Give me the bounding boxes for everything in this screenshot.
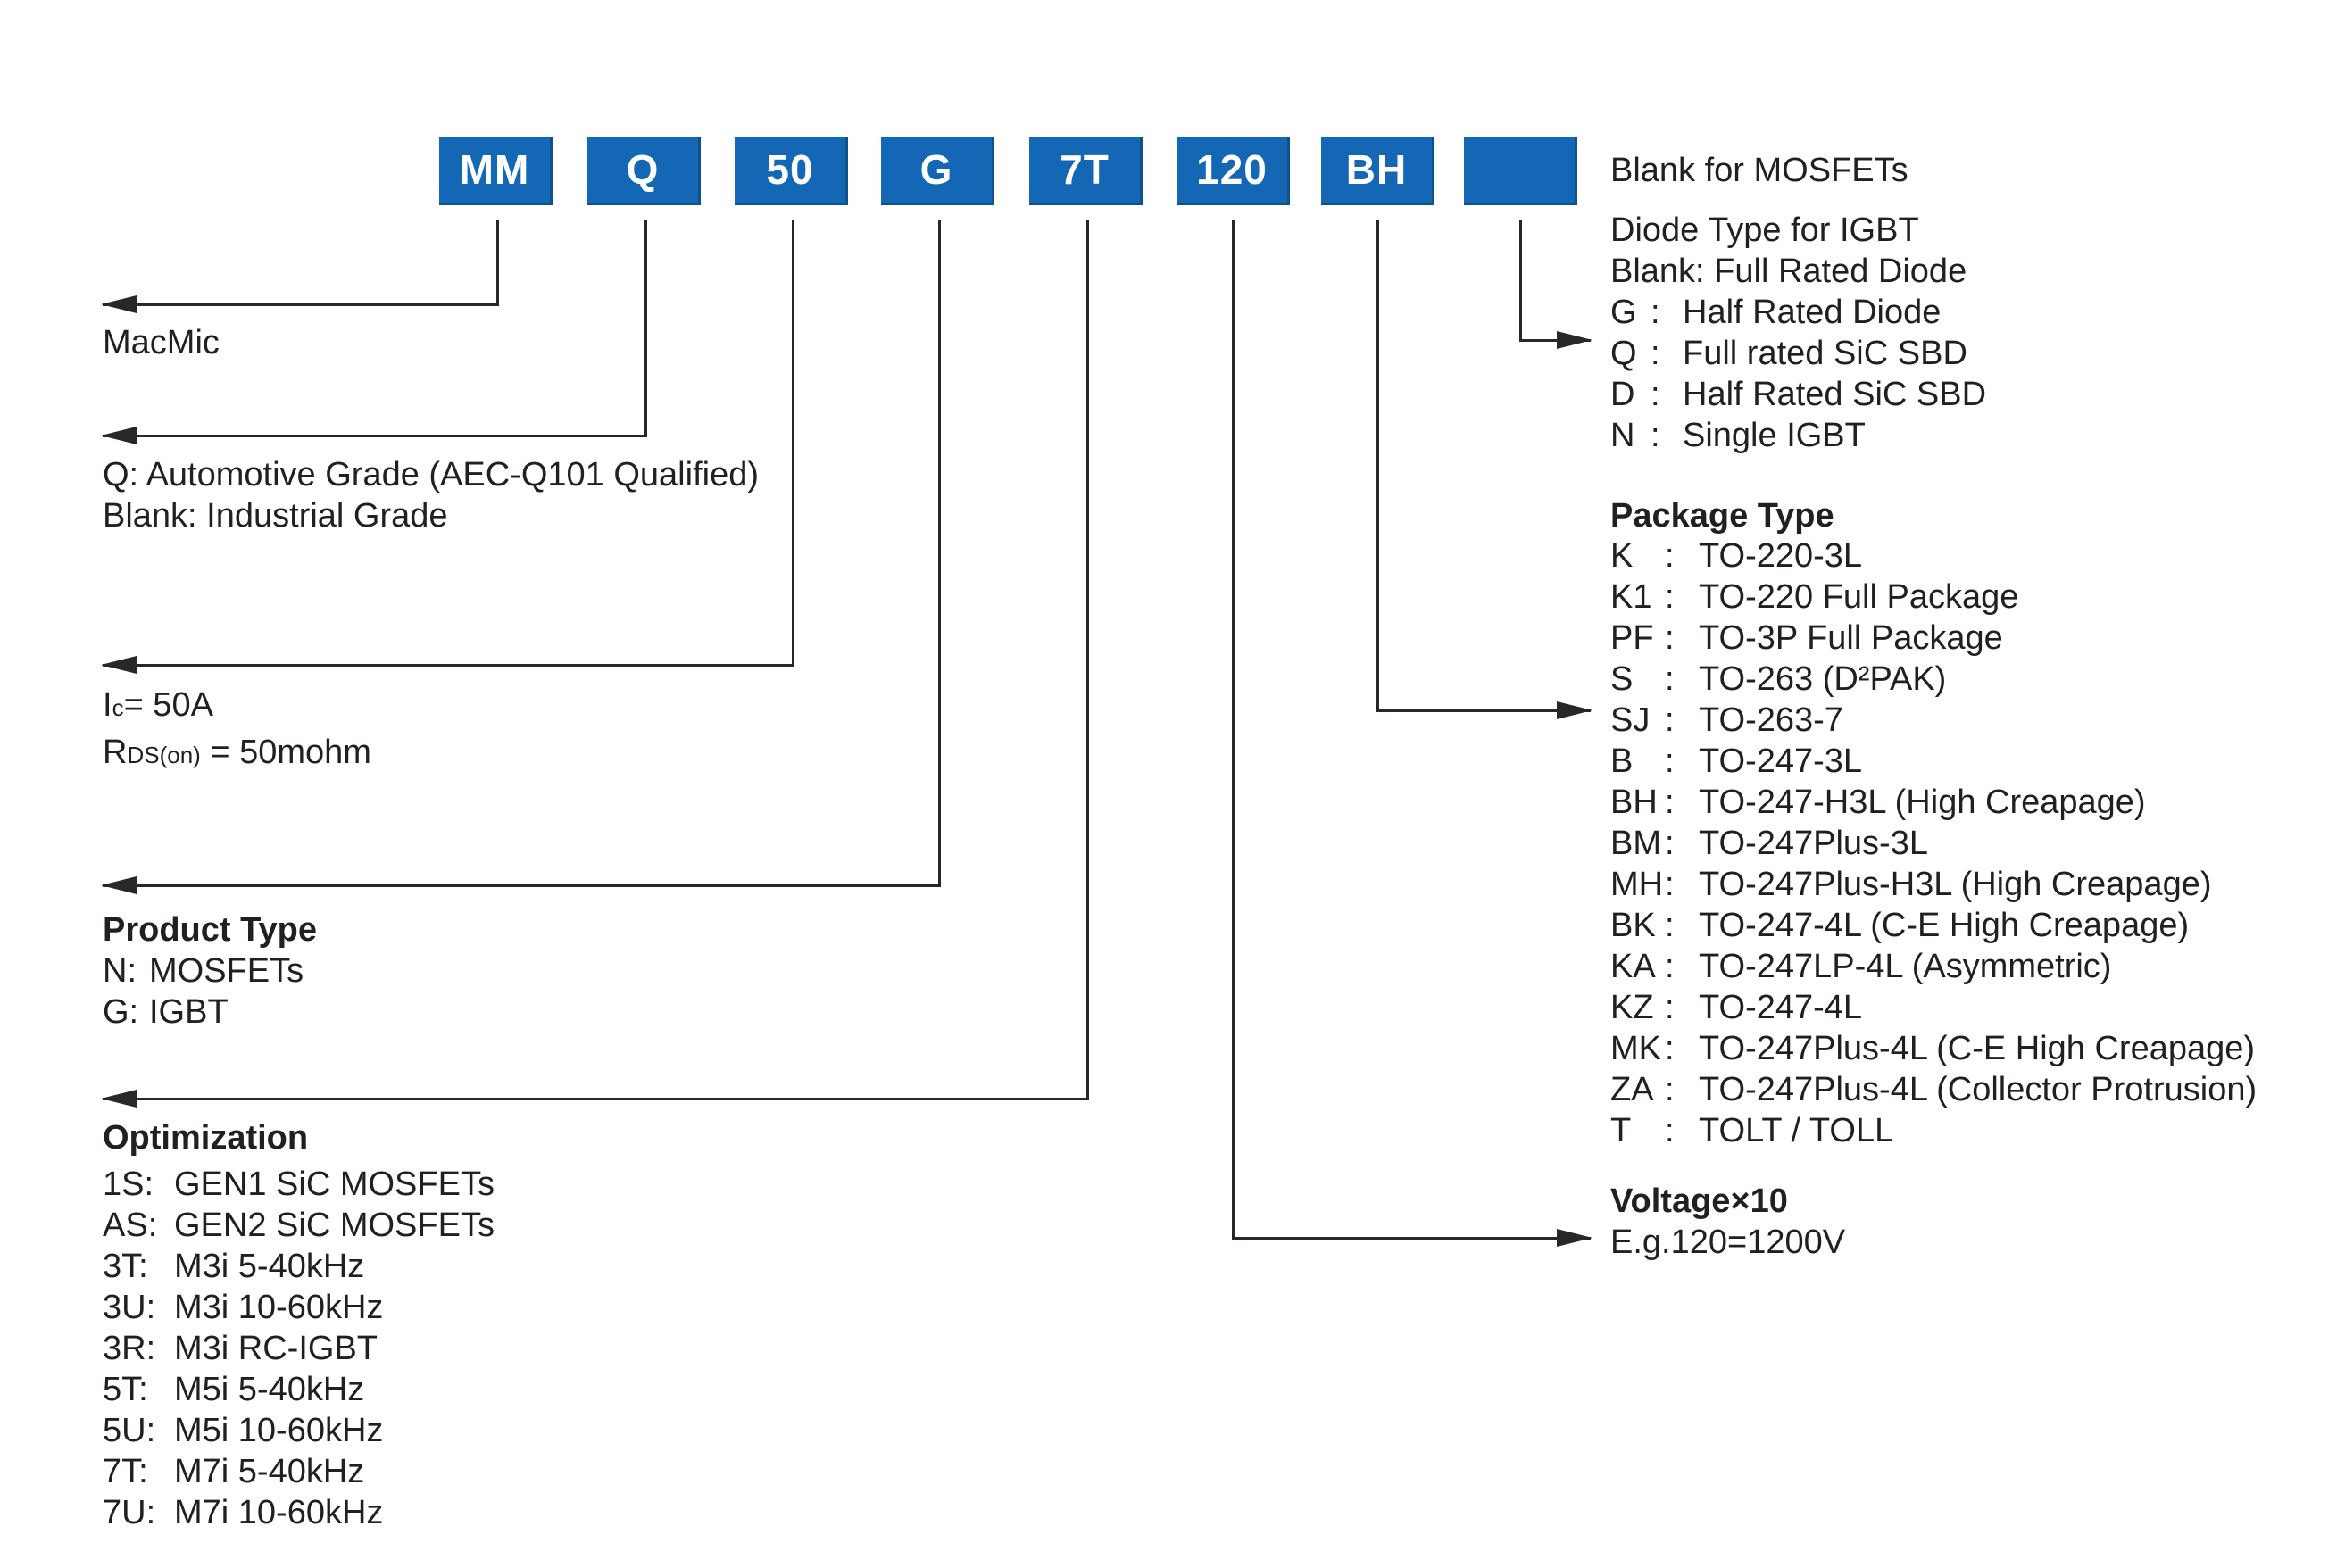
part-code-box-g: G [881, 137, 994, 205]
optimization-item: 3T:M3i 5-40kHz [103, 1248, 365, 1285]
connector-g-product-type [101, 220, 941, 894]
arrow-left-icon [101, 876, 137, 894]
product-type-item: G:IGBT [103, 993, 229, 1031]
package-type-item: K:TO-220-3L [1610, 537, 1863, 575]
optimization-title: Optimization [103, 1119, 309, 1157]
product-type-title: Product Type [103, 911, 317, 949]
package-type-item: KA:TO-247LP-4L (Asymmetric) [1610, 948, 2112, 985]
part-code-box-blank [1464, 137, 1577, 205]
part-code-box-mm: MM [439, 137, 553, 205]
diode-type-item: N:Single IGBT [1610, 417, 1866, 454]
package-type-item: MH:TO-247Plus-H3L (High Creapage) [1610, 866, 2212, 903]
voltage-title: Voltage×10 [1610, 1182, 1788, 1220]
part-code-box-bh: BH [1321, 137, 1434, 205]
package-type-item: BM:TO-247Plus-3L [1610, 825, 1928, 862]
optimization-item: 5U:M5i 10-60kHz [103, 1412, 384, 1449]
part-code-box-120: 120 [1177, 137, 1290, 205]
package-type-item: BH:TO-247-H3L (High Creapage) [1610, 784, 2146, 821]
optimization-item: 3R:M3i RC-IGBT [103, 1330, 378, 1367]
connector-mm-brand [101, 220, 499, 313]
part-code-box-50: 50 [735, 137, 848, 205]
part-code-box-7t: 7T [1029, 137, 1143, 205]
package-type-item: B:TO-247-3L [1610, 743, 1863, 780]
arrow-left-icon [101, 295, 137, 313]
package-type-item: K1:TO-220 Full Package [1610, 578, 2019, 616]
rds-on-value: RDS(on) = 50mohm [103, 734, 371, 771]
optimization-item: AS:GEN2 SiC MOSFETs [103, 1207, 495, 1244]
connector-120-voltage [1232, 220, 1592, 1247]
package-type-item: T:TOLT / TOLL [1610, 1112, 1894, 1149]
diode-type-section: Diode Type for IGBT Blank: Full Rated Di… [1610, 210, 1986, 456]
package-type-list: K:TO-220-3L K1:TO-220 Full Package PF:TO… [1610, 535, 2257, 1151]
package-type-item: MK:TO-247Plus-4L (C-E High Creapage) [1610, 1030, 2256, 1067]
diode-type-title: Diode Type for IGBT [1610, 212, 1919, 249]
optimization-item: 1S:GEN1 SiC MOSFETs [103, 1166, 495, 1203]
grade-section: Q: Automotive Grade (AEC-Q101 Qualified)… [103, 454, 759, 536]
connector-50-rating [101, 220, 794, 674]
diode-type-item: G:Half Rated Diode [1610, 294, 1942, 331]
optimization-item: 5T:M5i 5-40kHz [103, 1371, 365, 1408]
mosfet-blank-note: Blank for MOSFETs [1610, 152, 1908, 189]
arrow-left-icon [101, 656, 137, 674]
package-type-item: BK:TO-247-4L (C-E High Creapage) [1610, 907, 2190, 944]
arrow-left-icon [101, 427, 137, 444]
collector-current-value: Ic= 50A [103, 686, 213, 724]
voltage-example: E.g.120=1200V [1610, 1224, 1846, 1261]
connector-bh-package [1376, 220, 1592, 719]
product-type-item: N:MOSFETs [103, 952, 304, 990]
optimization-item: 3U:M3i 10-60kHz [103, 1289, 384, 1326]
product-type-section: Product Type N:MOSFETs G:IGBT [103, 909, 317, 1033]
package-type-item: S:TO-263 (D²PAK) [1610, 660, 1947, 698]
package-type-item: KZ:TO-247-4L [1610, 989, 1863, 1026]
part-code-box-q: Q [587, 137, 701, 205]
voltage-section: Voltage×10 E.g.120=1200V [1610, 1181, 1845, 1263]
diode-type-item: Q:Full rated SiC SBD [1610, 335, 1967, 372]
connector-7t-optimization [101, 220, 1089, 1108]
package-type-item: SJ:TO-263-7 [1610, 701, 1843, 739]
connector-q-grade [101, 220, 647, 444]
diode-type-item: D:Half Rated SiC SBD [1610, 376, 1987, 413]
optimization-item: 7T:M7i 5-40kHz [103, 1453, 365, 1490]
rating-section: Ic= 50A RDS(on) = 50mohm [103, 683, 371, 777]
arrow-right-icon [1557, 1229, 1592, 1247]
grade-industrial: Blank: Industrial Grade [103, 497, 448, 535]
optimization-item: 7U:M7i 10-60kHz [103, 1494, 384, 1531]
grade-automotive: Q: Automotive Grade (AEC-Q101 Qualified) [103, 456, 759, 494]
package-type-item: ZA:TO-247Plus-4L (Collector Protrusion) [1610, 1071, 2258, 1108]
optimization-list: 1S:GEN1 SiC MOSFETs AS:GEN2 SiC MOSFETs … [103, 1164, 495, 1533]
arrow-right-icon [1557, 331, 1592, 349]
package-type-title: Package Type [1610, 497, 1834, 535]
connector-blank-diode [1519, 220, 1592, 349]
arrow-right-icon [1557, 701, 1592, 719]
brand-label: MacMic [103, 324, 220, 361]
diode-type-subtitle: Blank: Full Rated Diode [1610, 253, 1967, 290]
package-type-item: PF:TO-3P Full Package [1610, 619, 2003, 657]
arrow-left-icon [101, 1090, 137, 1108]
